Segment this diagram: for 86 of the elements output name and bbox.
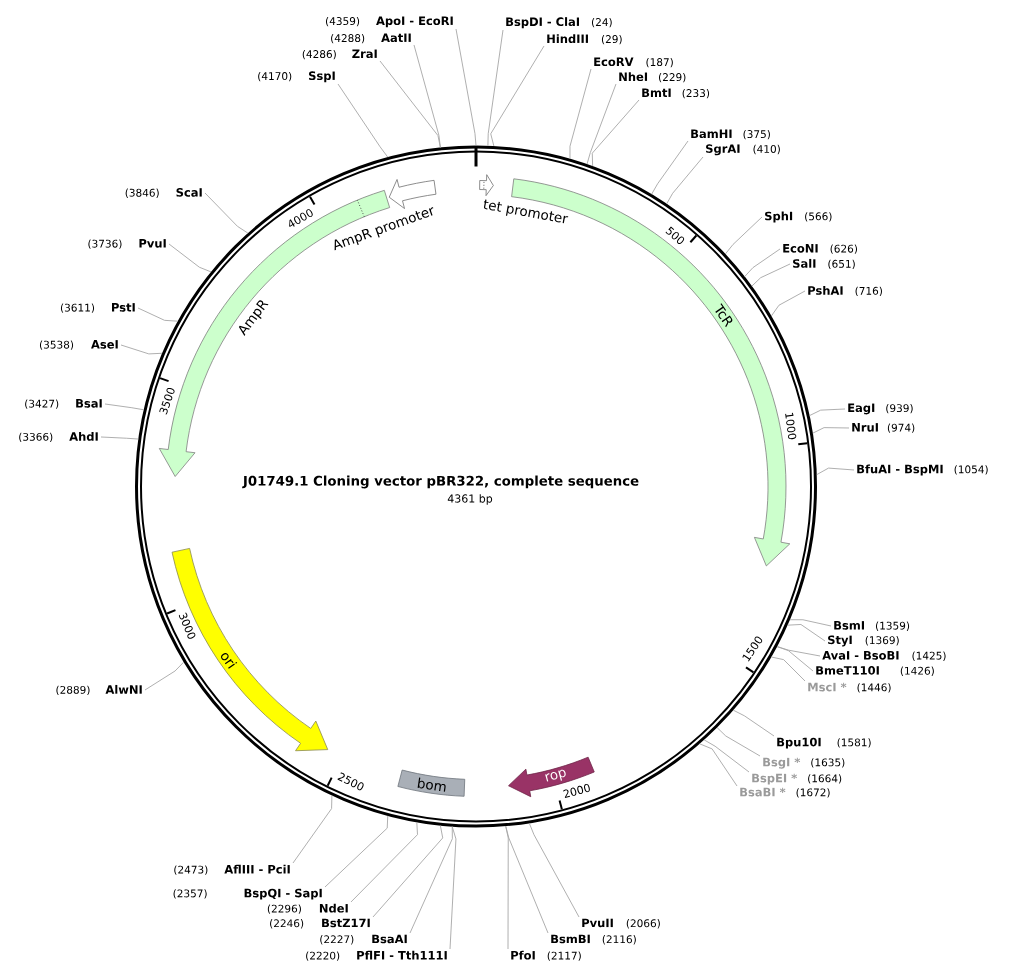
- feature-box: bom: [397, 769, 466, 797]
- leader-line: [324, 815, 389, 888]
- cut-site-label: SalI (651): [793, 258, 855, 270]
- leader-line: [724, 216, 763, 255]
- leader-line: [812, 427, 850, 434]
- leader-line: [787, 624, 826, 642]
- leader-line: [651, 140, 689, 195]
- tick-label: 4000: [289, 209, 313, 227]
- leader-line: [449, 826, 457, 950]
- leader-line: [732, 709, 775, 737]
- leader-line: [292, 795, 333, 864]
- cut-site-label: (2246) BstZ17I: [270, 918, 370, 929]
- leader-line: [591, 99, 640, 167]
- leader-line: [666, 156, 704, 205]
- cut-site-label: BsmBI (2116): [551, 934, 636, 945]
- leader-line: [204, 192, 249, 234]
- cut-site-label: MscI * (1446): [808, 682, 891, 693]
- cut-site-label: (2227) BsaAI: [320, 934, 407, 945]
- leader-line: [770, 656, 806, 682]
- sequence-length: 4361 bp: [447, 494, 493, 505]
- cut-site-label: BsgI * (1635): [763, 757, 845, 769]
- leader-line: [100, 436, 139, 440]
- leader-line: [789, 619, 832, 627]
- cut-site-label: HindIII (29): [547, 34, 622, 45]
- leader-line: [751, 263, 791, 287]
- leader-line: [104, 403, 145, 411]
- cut-site-label: (4170) SspI: [258, 71, 335, 83]
- cut-site-label: (2296) NdeI: [267, 903, 348, 914]
- cut-site-label: NruI (974): [852, 423, 915, 433]
- cut-site-label: (4286) ZraI: [302, 49, 377, 60]
- leader-line: [490, 45, 545, 147]
- leader-line: [809, 408, 846, 417]
- cut-site-label: BmtI (233): [642, 88, 710, 99]
- leader-line: [569, 68, 592, 160]
- leader-line: [168, 243, 212, 273]
- cut-site-label: (2220) PflFI - Tth111I: [306, 950, 447, 961]
- leader-line: [699, 743, 738, 787]
- cut-site-label: (2357) BspQI - SapI: [173, 888, 322, 900]
- leader-line: [120, 344, 163, 355]
- cut-site-label: EcoRV (187): [594, 57, 673, 68]
- cut-site-label: BamHI (375): [691, 129, 770, 140]
- cut-site-label: (4288) AatII: [331, 33, 411, 44]
- cut-site-label: NheI (229): [619, 72, 686, 83]
- leader-line: [487, 29, 504, 147]
- tick-label: 3000: [178, 612, 196, 639]
- cut-site-label: (2889) AlwNI: [56, 684, 142, 696]
- cut-site-label: EagI (939): [848, 403, 913, 415]
- leader-line: [137, 307, 179, 322]
- tick-label: 500: [665, 226, 685, 245]
- cut-site-label: BfuAI - BspMI (1054): [857, 464, 988, 476]
- cut-site-label: (3366) AhdI: [19, 431, 98, 443]
- cut-site-label: (3538) AseI: [39, 340, 118, 350]
- leader-line: [505, 825, 509, 950]
- cut-site-label: BspDI - ClaI (24): [506, 17, 612, 29]
- leader-line: [337, 83, 389, 158]
- tick-label: 3500: [159, 387, 175, 415]
- cut-site-label: StyI (1369): [828, 635, 899, 647]
- cut-site-label: PshAI (716): [808, 285, 882, 297]
- leader-line: [770, 290, 806, 317]
- leader-line: [716, 727, 761, 757]
- leader-line: [409, 826, 453, 934]
- leader-line: [744, 248, 781, 277]
- cut-site-label: BsmI (1359): [834, 621, 910, 631]
- cut-site-label: BmeT110I (1426): [816, 666, 934, 676]
- leader-line: [816, 467, 855, 476]
- leader-line: [455, 28, 477, 146]
- cut-site-label: SgrAI (410): [706, 144, 780, 156]
- tick-label: 2000: [563, 783, 590, 799]
- cut-site-label: (3427) BsaI: [25, 399, 102, 409]
- cut-site-label: BsaBI * (1672): [740, 787, 830, 798]
- leader-line: [413, 44, 441, 148]
- cut-site-label: (2473) AflIII - PciI: [174, 864, 290, 875]
- cut-site-label: (3611) PstI: [60, 303, 135, 313]
- cut-site-label: BspEI * (1664): [752, 773, 842, 785]
- leader-line: [703, 739, 750, 773]
- leader-line: [776, 646, 814, 672]
- leader-line: [586, 83, 617, 165]
- cut-site-label: Bpu10I (1581): [777, 737, 871, 749]
- cut-site-label: (4359) ApoI - EcoRI: [326, 16, 453, 28]
- leader-line: [528, 822, 580, 918]
- leader-line: [350, 821, 418, 903]
- leader-line: [372, 825, 444, 918]
- leader-line: [144, 661, 185, 691]
- cut-site-label: PfoI (2117): [511, 950, 581, 961]
- cut-site-label: PvuII (2066): [582, 918, 660, 929]
- cut-site-label: AvaI - BsoBI (1425): [822, 651, 946, 661]
